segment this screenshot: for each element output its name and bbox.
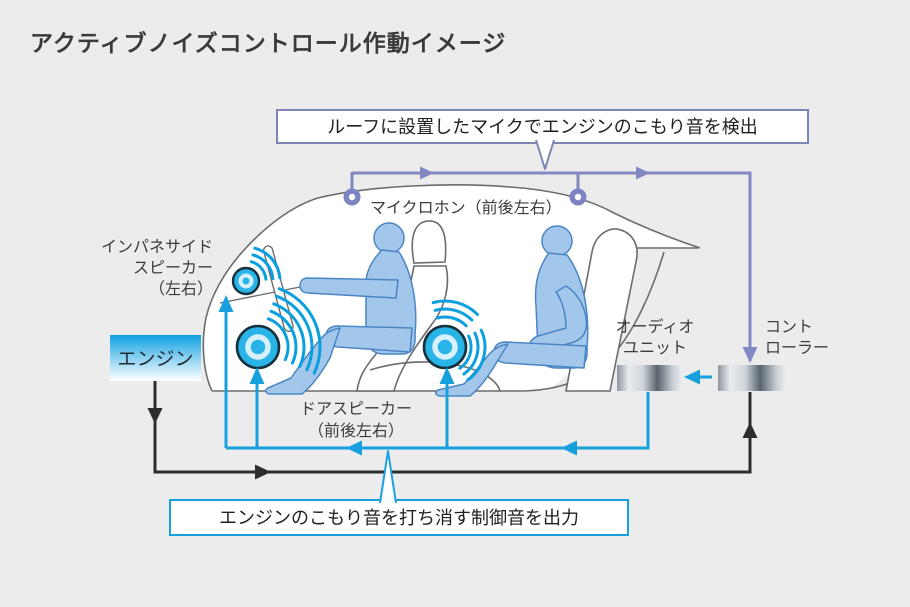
microphone-label: マイクロホン（前後左右）: [370, 199, 562, 217]
passenger-leg: [435, 343, 509, 397]
instrument-panel-speaker-label: インパネサイド スピーカー （左右）: [101, 238, 213, 298]
page-title: アクティブノイズコントロール作動イメージ: [30, 30, 507, 56]
control-sound-arrows: [218, 295, 700, 456]
rear-door-speaker-icon: [422, 324, 468, 370]
svg-text:ユニット: ユニット: [623, 340, 687, 357]
arrow-right-icon: [636, 166, 650, 180]
arrow-up-icon: [439, 367, 455, 384]
microphone-circuit: [343, 166, 758, 363]
controller-label: コント ローラー: [765, 319, 829, 357]
passenger-silhouette: [435, 225, 589, 397]
callout-control-output-text: エンジンのこもり音を打ち消す制御音を出力: [219, 508, 579, 528]
microphone-front-icon: [343, 188, 361, 206]
arrow-left-icon: [684, 369, 700, 385]
svg-text:インパネサイド: インパネサイド: [101, 238, 213, 256]
sound-wave-arcs: [249, 246, 487, 382]
arrow-up-icon: [742, 422, 758, 438]
audio-unit-label: オーディオ ユニット: [616, 317, 695, 357]
passenger-head: [541, 225, 573, 257]
callout-mic-detect-text: ルーフに設置したマイクでエンジンのこもり音を検出: [327, 117, 758, 137]
engine-box: エンジン: [110, 335, 201, 381]
svg-text:スピーカー: スピーカー: [133, 260, 213, 277]
arrow-down-icon: [742, 347, 758, 363]
arrow-right-icon: [420, 166, 434, 180]
callout-control-output: エンジンのこもり音を打ち消す制御音を出力: [169, 450, 629, 536]
svg-text:オーディオ: オーディオ: [616, 317, 695, 336]
driver-arm: [299, 277, 399, 299]
svg-text:ローラー: ローラー: [765, 340, 829, 357]
control-sound-circuit: [224, 302, 712, 450]
arrow-left-icon: [346, 440, 362, 456]
engine-label: エンジン: [117, 349, 193, 370]
front-door-speaker-icon: [235, 324, 281, 370]
callout-mic-detect: ルーフに設置したマイクでエンジンのこもり音を検出: [276, 109, 809, 170]
audio-unit-box: [617, 365, 682, 391]
driver-head: [373, 222, 405, 254]
controller-box: [718, 365, 786, 391]
svg-text:（左右）: （左右）: [149, 280, 213, 298]
arrow-down-icon: [147, 408, 163, 424]
svg-text:コント: コント: [765, 319, 813, 336]
microphone-rear-icon: [569, 188, 587, 206]
arrow-up-icon: [249, 367, 265, 384]
mic-signal-line: [352, 171, 752, 361]
svg-text:（前後左右）: （前後左右）: [308, 422, 404, 440]
arrow-left-icon: [561, 440, 577, 456]
arrow-right-icon: [255, 464, 271, 480]
svg-text:ドアスピーカー: ドアスピーカー: [300, 401, 412, 418]
engine-circuit: [147, 381, 758, 480]
driver-silhouette: [265, 222, 417, 395]
arrow-up-icon: [218, 295, 234, 312]
front-seat-headrest: [411, 220, 447, 264]
instrument-panel-speaker-icon: [231, 266, 261, 296]
door-speaker-label: ドアスピーカー （前後左右）: [300, 401, 412, 440]
